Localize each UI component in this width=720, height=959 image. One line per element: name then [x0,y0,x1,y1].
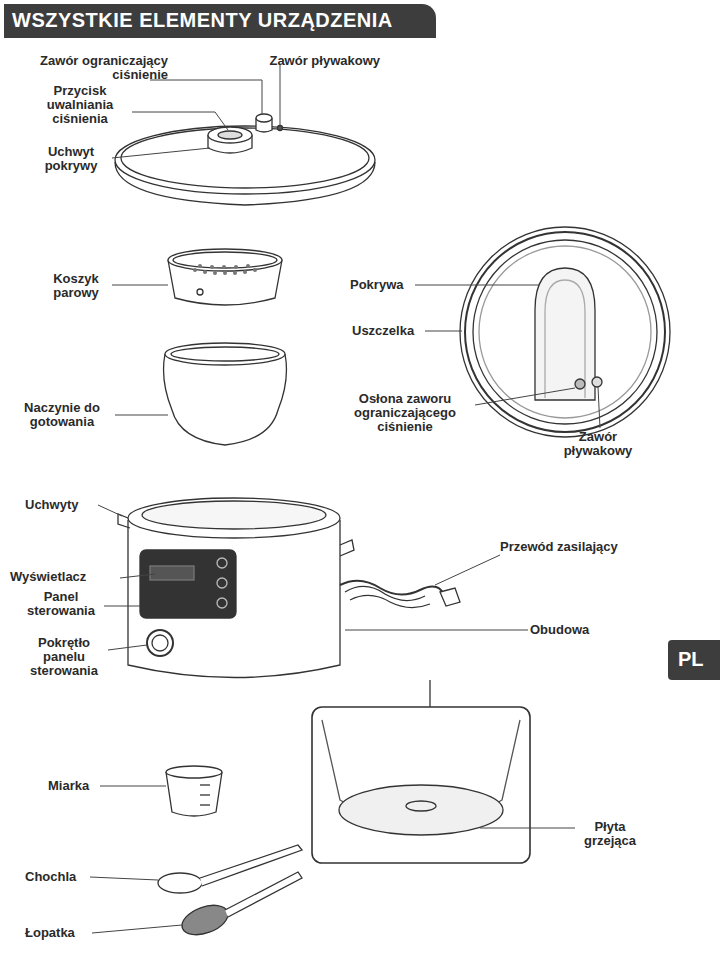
title-band: WSZYSTKIE ELEMENTY URZĄDZENIA [4,4,436,38]
part-label: Obudowa [530,623,610,637]
language-badge: PL [668,640,720,680]
part-label: Uchwyt pokrywy [30,145,112,173]
part-label: Panel sterowania [18,590,104,618]
badge-text: PL [678,648,704,670]
title-text: WSZYSTKIE ELEMENTY URZĄDZENIA [12,9,393,31]
part-label: Przycisk uwalniania ciśnienia [28,84,132,126]
part-label: Pokrętło panelu sterowania [18,636,110,678]
part-label: Naczynie do gotowania [8,401,116,429]
part-label: Płyta grzejąca [578,820,642,848]
part-label: Osłona zaworu ograniczającego ciśnienie [330,392,480,434]
part-label: Zawór pływakowy [548,430,648,458]
part-label: Wyświetlacz [10,570,120,584]
part-label: Pokrywa [350,278,420,292]
part-label: Chochla [25,870,95,884]
part-label: Przewód zasilający [500,540,650,554]
part-label: Zawór pływakowy [205,54,380,68]
part-label: Zawór ograniczający ciśnienie [8,54,168,82]
part-label: Koszyk parowy [40,272,112,300]
part-label: Łopatka [25,926,95,940]
part-label: Uszczelka [352,324,427,338]
part-label: Uchwyty [25,498,105,512]
part-label: Miarka [48,779,108,793]
